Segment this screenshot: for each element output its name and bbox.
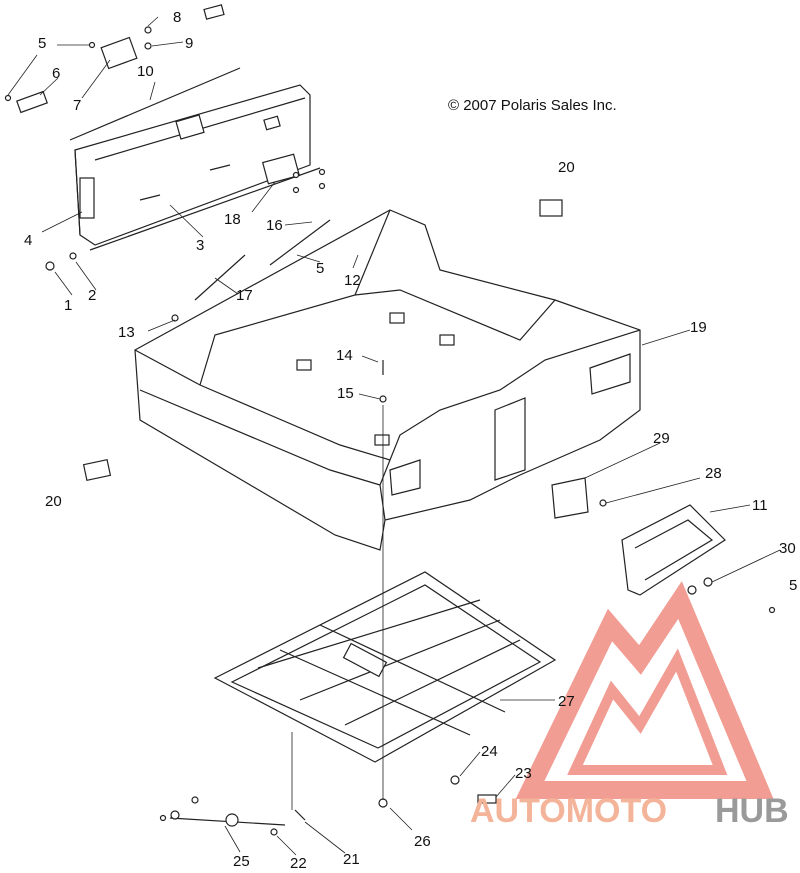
callout-13: 13 bbox=[118, 324, 135, 341]
callout-7: 7 bbox=[73, 97, 81, 114]
callout-11: 11 bbox=[752, 497, 768, 514]
callout-5c: 5 bbox=[789, 577, 797, 594]
callout-9: 9 bbox=[185, 35, 193, 52]
callout-18: 18 bbox=[224, 211, 241, 228]
callout-20b: 20 bbox=[558, 159, 575, 176]
callout-12: 12 bbox=[344, 272, 361, 289]
callout-22: 22 bbox=[290, 855, 307, 872]
callout-labels: 8 9 5 6 10 7 4 3 18 16 5 12 1 2 17 13 14… bbox=[24, 9, 797, 872]
tailgate bbox=[69, 67, 321, 251]
callout-19: 19 bbox=[690, 319, 707, 336]
watermark-text-right: HUB bbox=[715, 792, 789, 830]
callout-21: 21 bbox=[343, 851, 360, 868]
callout-20a: 20 bbox=[45, 493, 62, 510]
callout-8: 8 bbox=[173, 9, 181, 26]
callout-24: 24 bbox=[481, 743, 498, 760]
callout-26: 26 bbox=[414, 833, 431, 850]
watermark-logo bbox=[515, 581, 774, 799]
callout-17: 17 bbox=[236, 287, 253, 304]
decal-left bbox=[82, 458, 112, 482]
bottom-hardware bbox=[159, 775, 497, 836]
cargo-box bbox=[134, 209, 641, 551]
watermark-text-left: AUTOMOTO bbox=[470, 792, 667, 830]
side-panel bbox=[621, 504, 776, 614]
callout-29: 29 bbox=[653, 430, 670, 447]
callout-28: 28 bbox=[705, 465, 722, 482]
latch-parts bbox=[4, 4, 225, 114]
decal-right bbox=[539, 199, 563, 217]
callout-30: 30 bbox=[779, 540, 796, 557]
callout-1: 1 bbox=[64, 297, 72, 314]
callout-5b: 5 bbox=[316, 260, 324, 277]
callout-4: 4 bbox=[24, 232, 32, 249]
callout-27: 27 bbox=[558, 693, 575, 710]
callout-5: 5 bbox=[38, 35, 46, 52]
callout-10: 10 bbox=[137, 63, 154, 80]
side-bracket bbox=[551, 477, 607, 519]
watermark-text: AUTOMOTO HUB bbox=[470, 792, 789, 830]
callout-6: 6 bbox=[52, 65, 60, 82]
subframe bbox=[213, 571, 557, 763]
callout-15: 15 bbox=[337, 385, 354, 402]
callout-23: 23 bbox=[515, 765, 532, 782]
callout-16: 16 bbox=[266, 217, 283, 234]
callout-3: 3 bbox=[196, 237, 204, 254]
copyright-text: © 2007 Polaris Sales Inc. bbox=[448, 97, 617, 114]
callout-14: 14 bbox=[336, 347, 353, 364]
callout-25: 25 bbox=[233, 853, 250, 870]
leader-lines bbox=[7, 16, 781, 856]
callout-2: 2 bbox=[88, 287, 96, 304]
